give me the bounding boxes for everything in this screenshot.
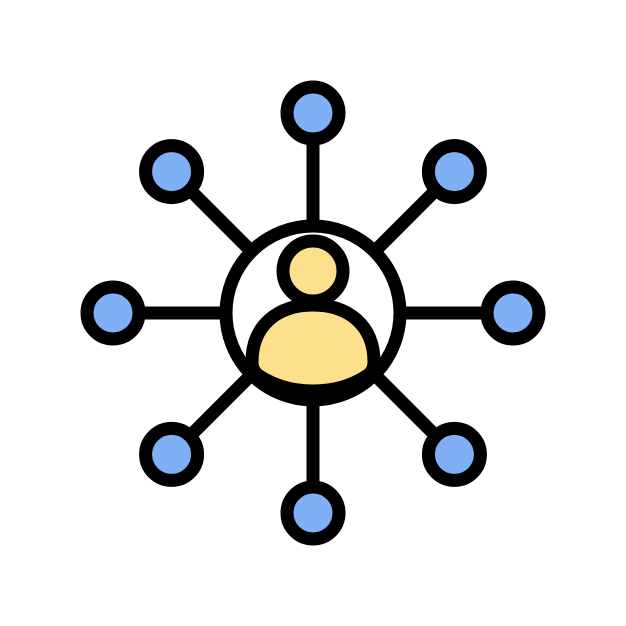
node-bottom-icon <box>280 480 346 546</box>
person-head-icon <box>276 234 350 308</box>
spoke-top-left <box>183 183 260 260</box>
person-body-icon <box>245 298 381 398</box>
node-right-icon <box>480 280 546 346</box>
outer-nodes <box>80 80 546 546</box>
node-top-right-icon <box>421 139 487 205</box>
node-bottom-left-icon <box>139 421 205 487</box>
node-top-icon <box>280 80 346 146</box>
spoke-bottom-left <box>183 366 260 443</box>
spoke-top-right <box>366 183 443 260</box>
node-left-icon <box>80 280 146 346</box>
node-bottom-right-icon <box>421 421 487 487</box>
spoke-bottom-right <box>366 366 443 443</box>
node-top-left-icon <box>139 139 205 205</box>
spokes <box>132 132 494 494</box>
center-user <box>219 219 407 407</box>
